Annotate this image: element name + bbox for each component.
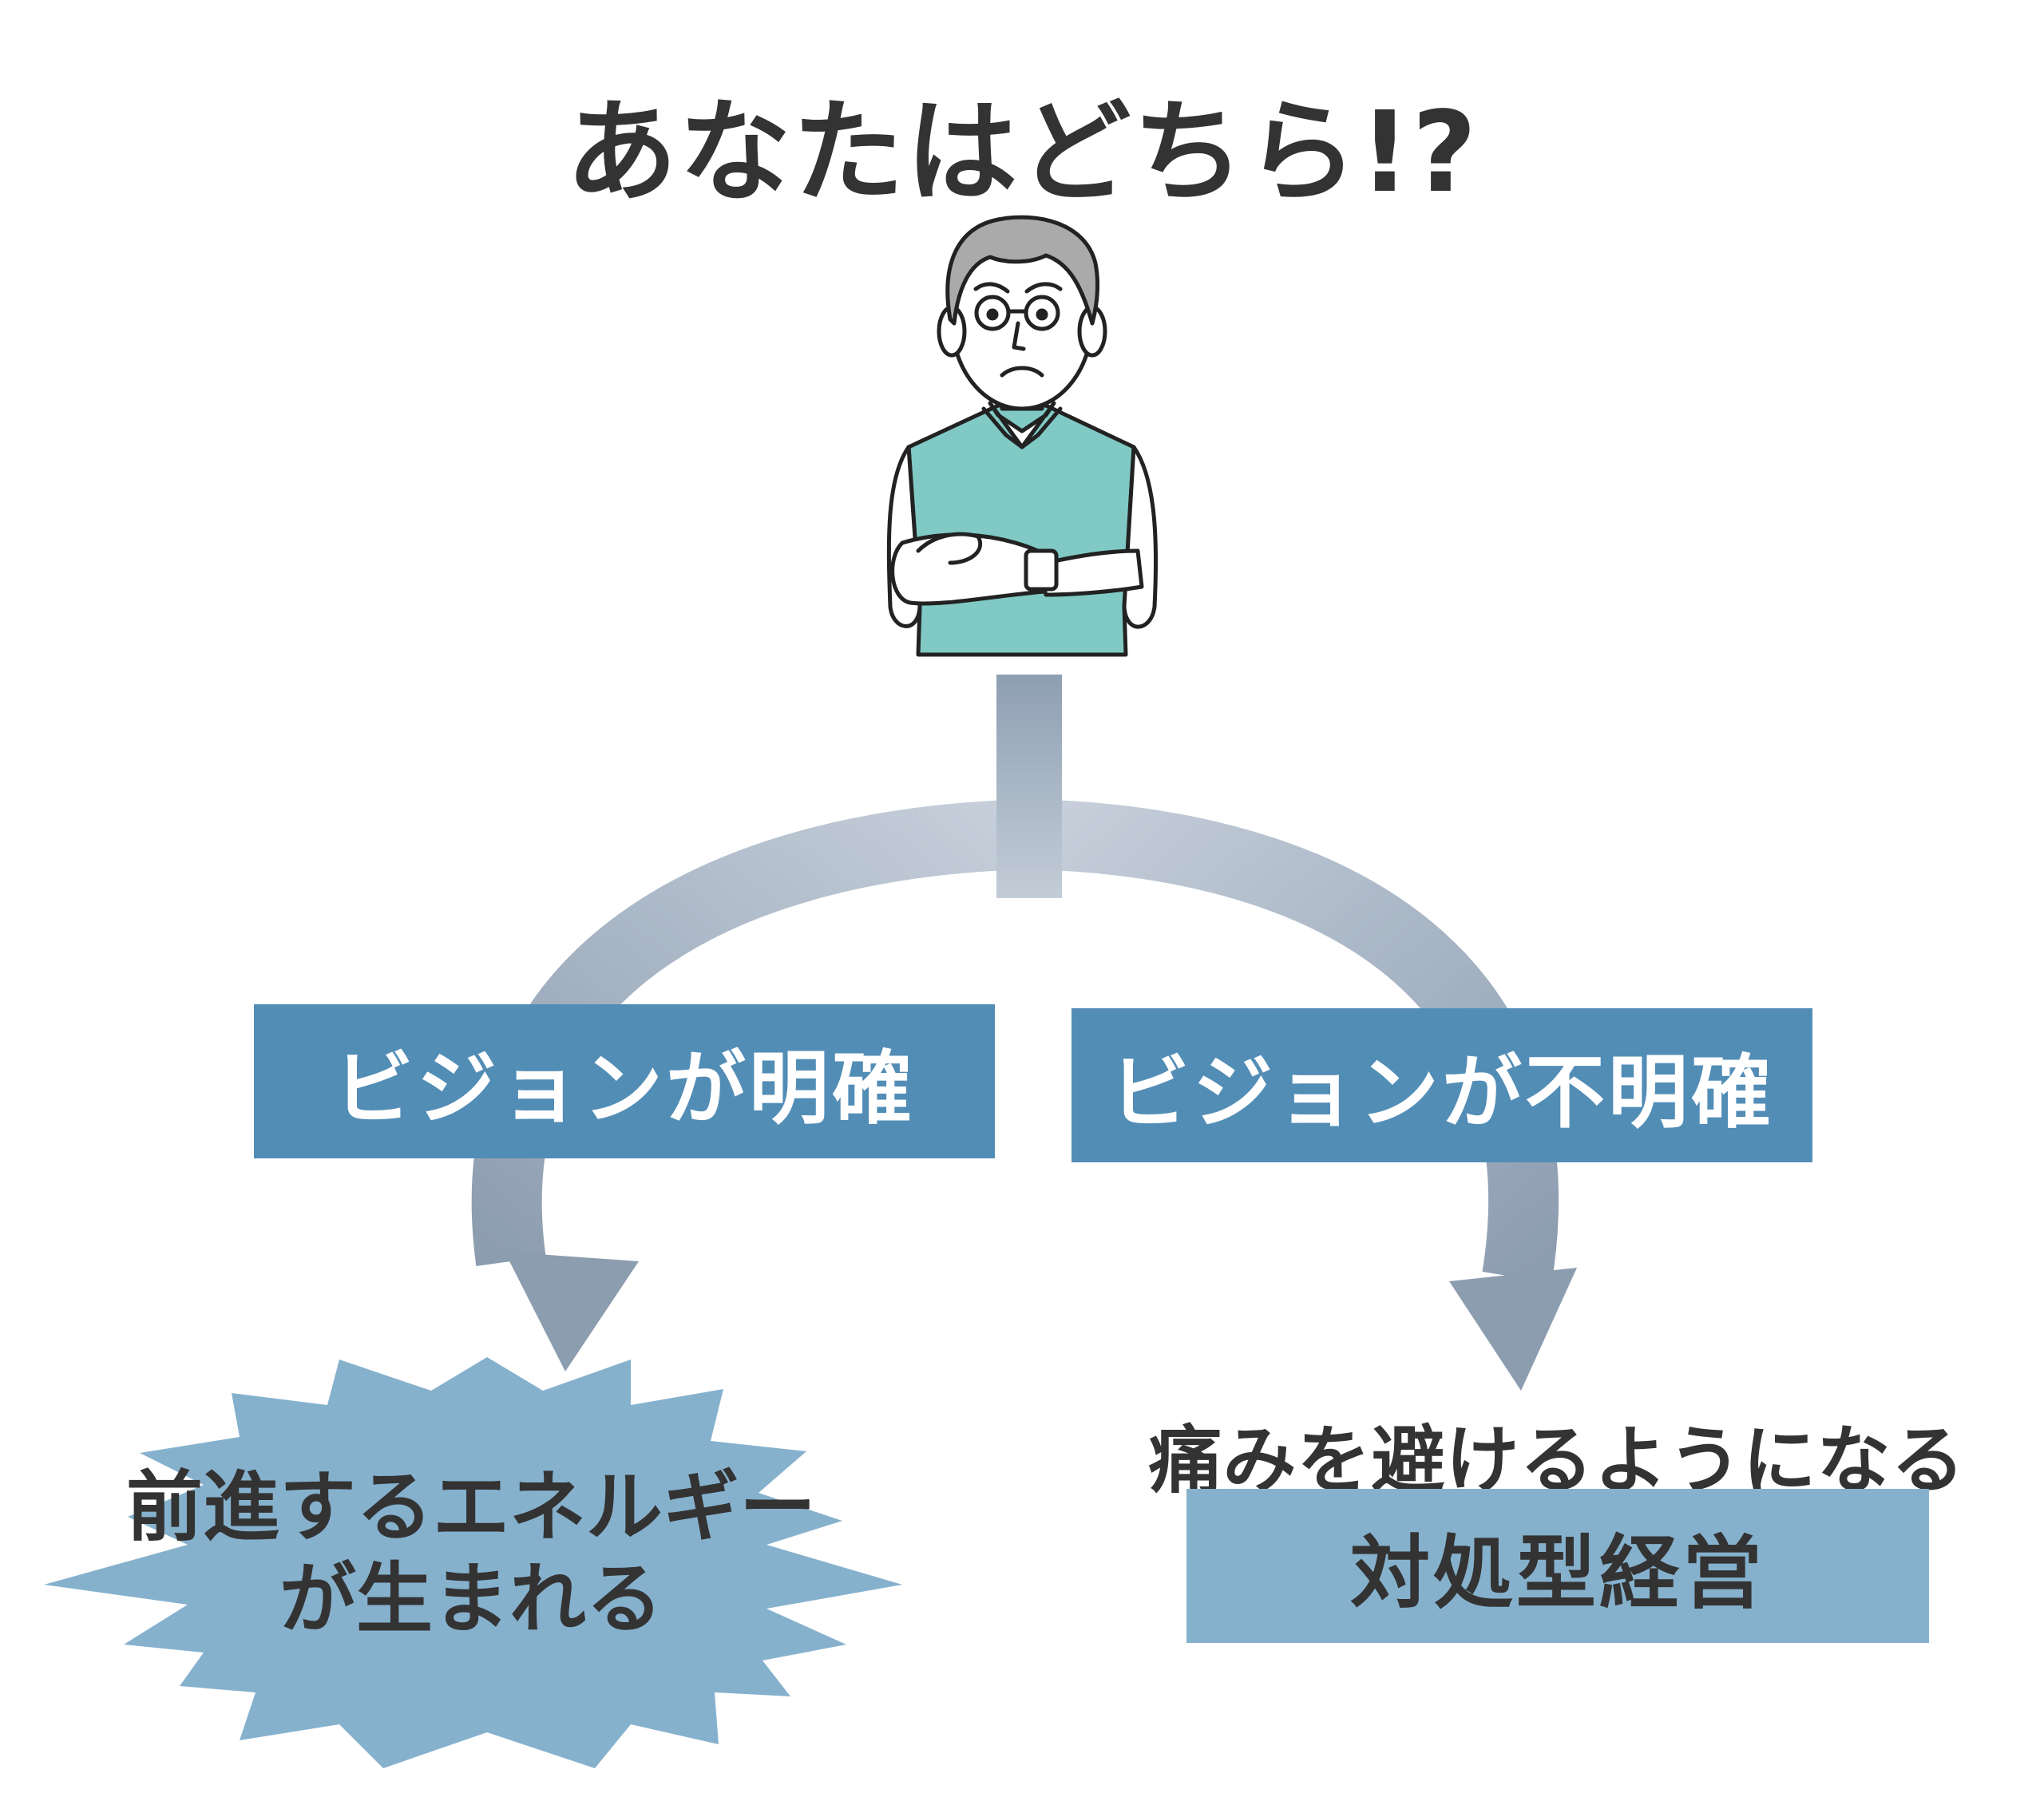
left-arrowhead — [505, 1252, 639, 1371]
burst-shape — [44, 1357, 902, 1768]
right-arrowhead — [1449, 1268, 1577, 1391]
energy-text-line2: が生まれる — [279, 1554, 663, 1644]
page-title: あなたはどちら!? — [565, 88, 1479, 218]
energy-text-line1: 前進するエネルギー — [126, 1463, 816, 1552]
vision-unclear-label: ビジョンが不明確 — [1072, 1008, 1812, 1162]
elderly-man-arms-crossed-icon — [886, 215, 1159, 657]
vision-clear-label: ビジョンが明確 — [254, 1004, 995, 1158]
reactive-management-box: 対処型経営 — [1186, 1489, 1929, 1643]
stem-arrow — [996, 675, 1062, 898]
